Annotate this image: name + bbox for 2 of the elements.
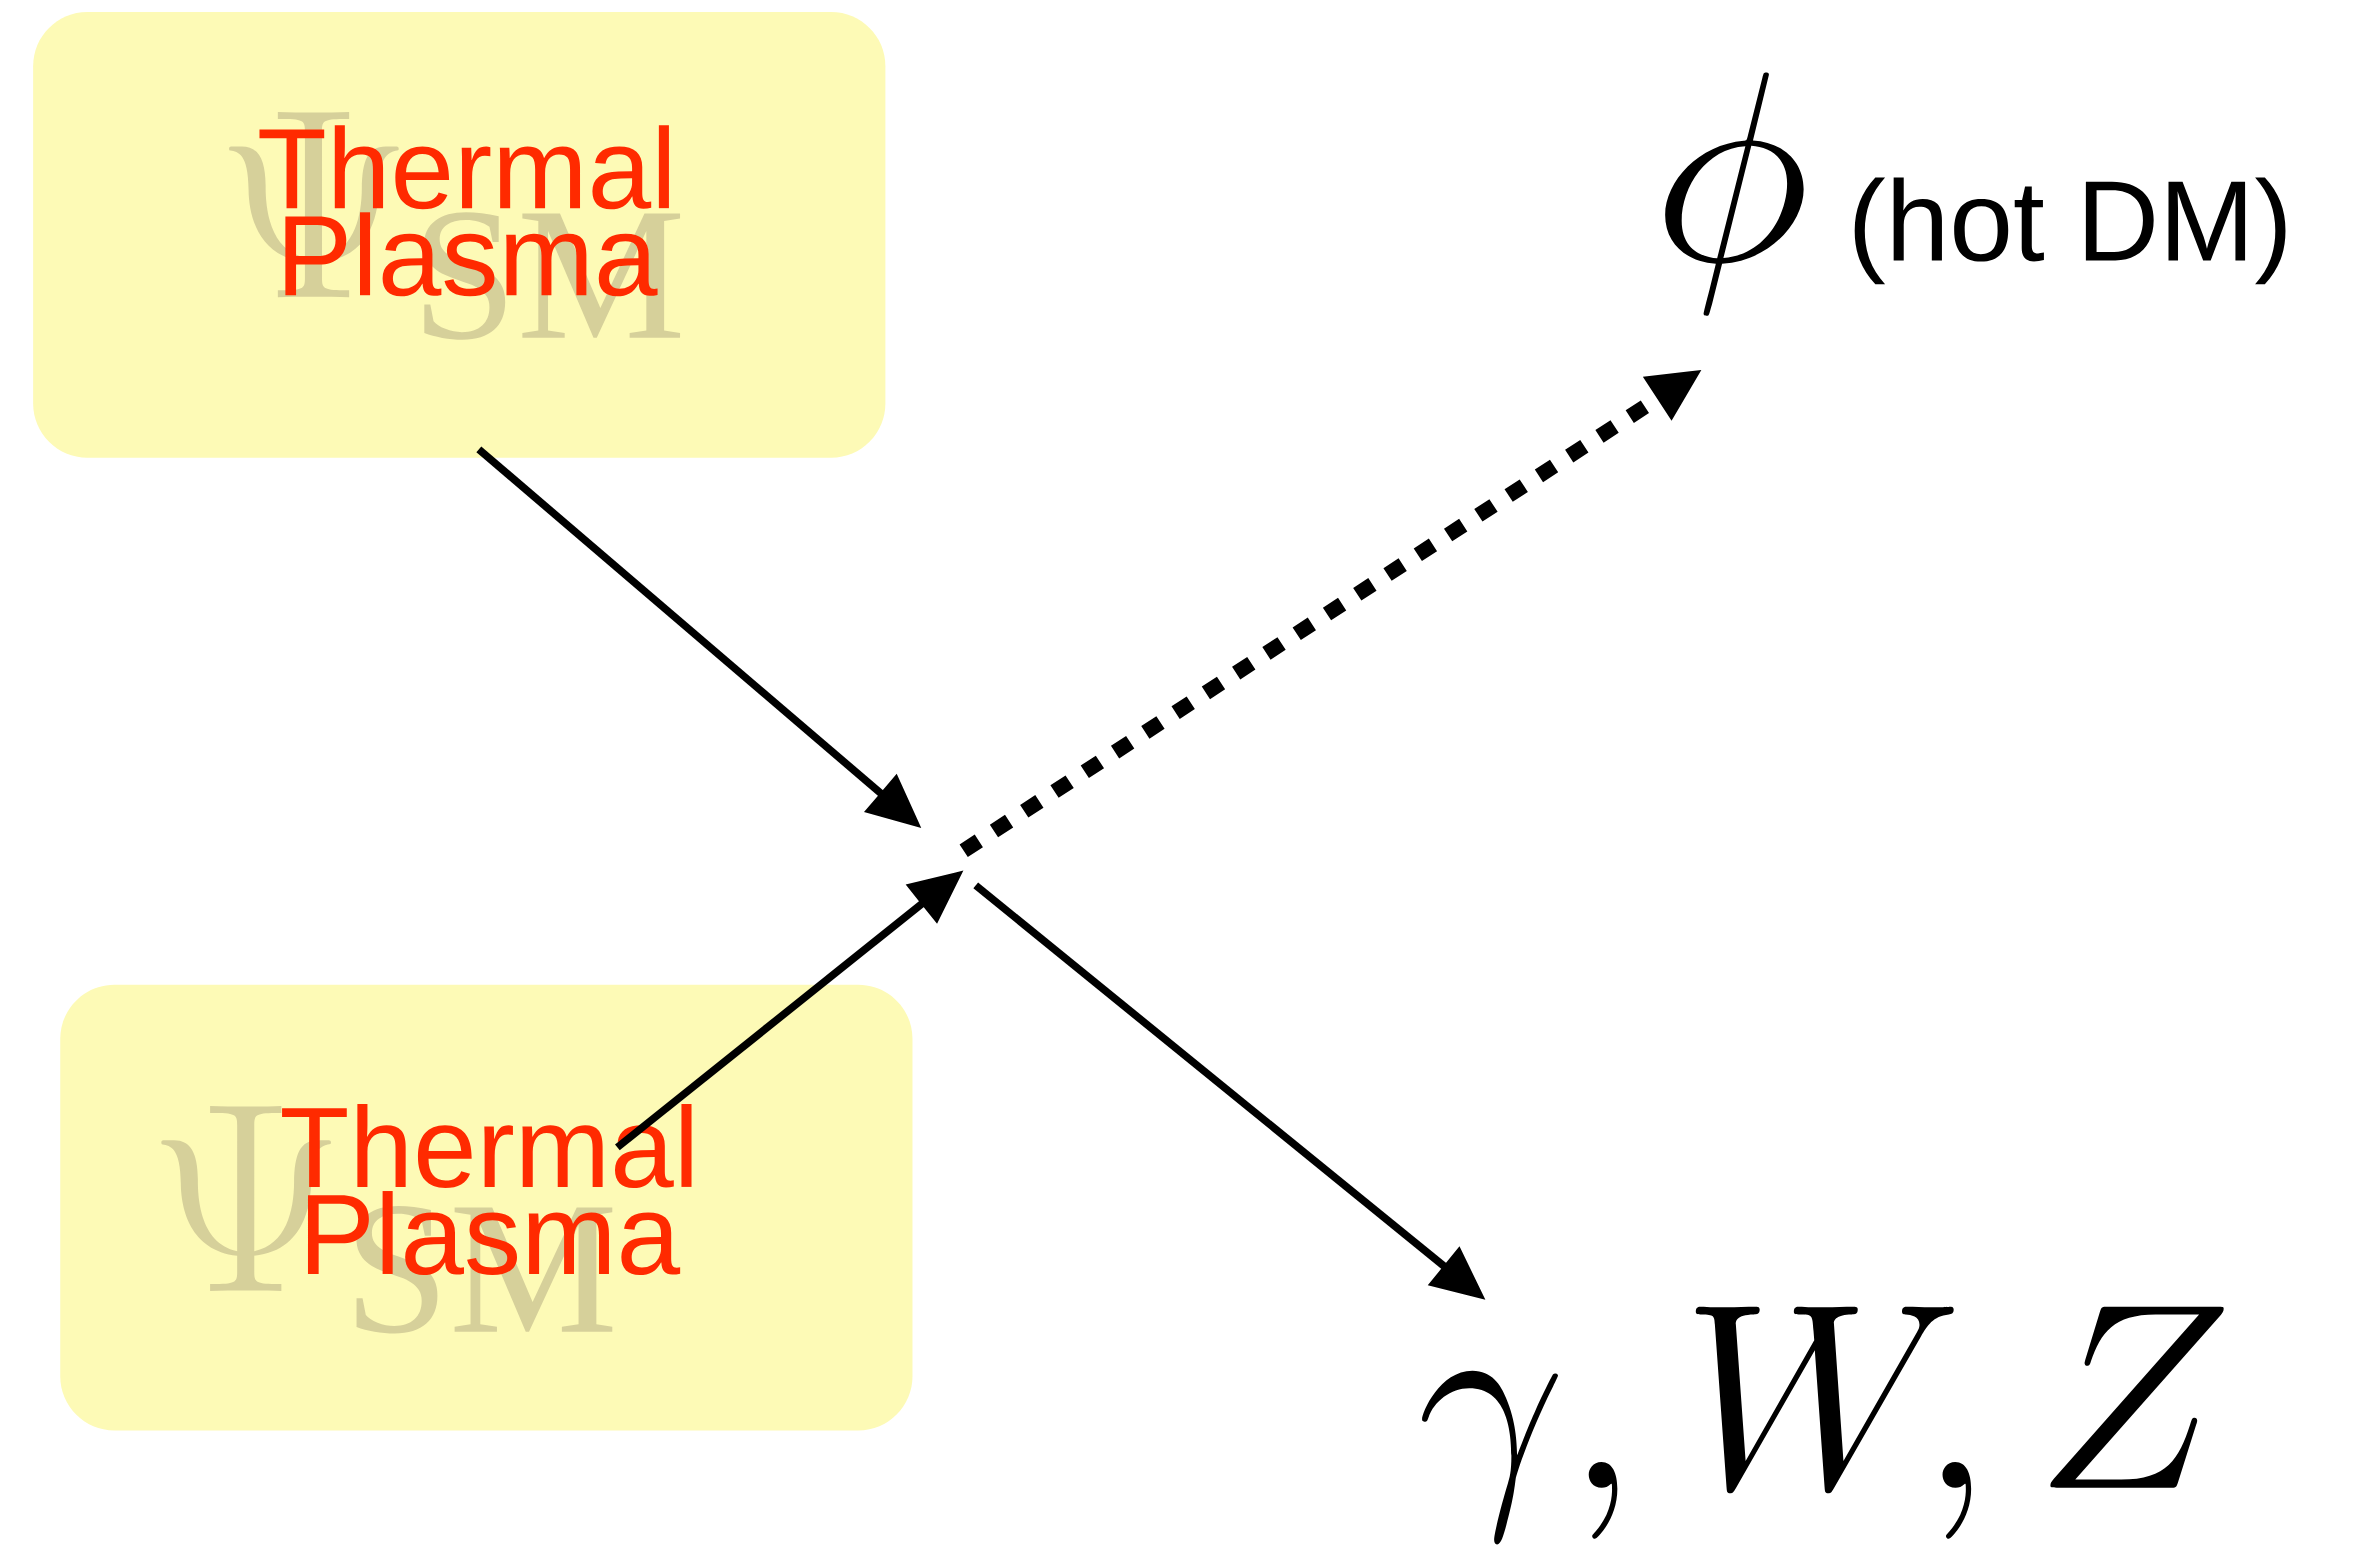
particle-label: $\gamma, W, Z$ (1422, 1306, 2224, 1545)
particle-label: $\phi$ (hot DM) (1665, 72, 2286, 316)
